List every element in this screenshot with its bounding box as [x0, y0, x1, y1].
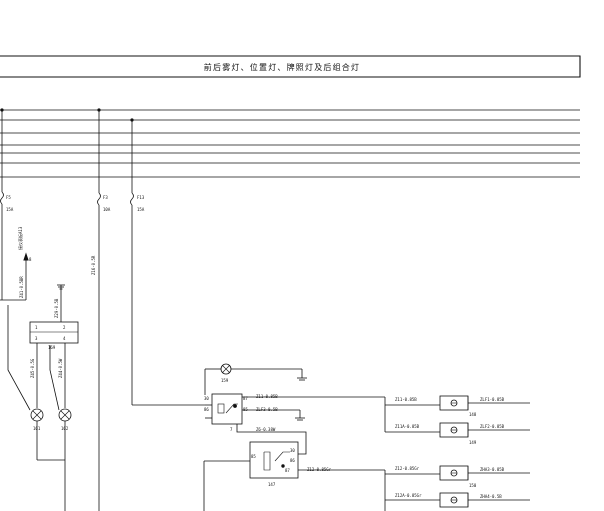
connector-148-out: ZLF1-0.85B — [480, 397, 505, 402]
switch-169-pin-4: 4 — [63, 336, 66, 341]
diagram-title: 前后雾灯、位置灯、牌照灯及后组合灯 — [204, 62, 360, 72]
wire-left-2-label: Z44-0.5W — [58, 358, 63, 378]
fuse-f3-id: F3 — [103, 195, 108, 200]
relay-upper-wire-85: ZLF3-0.5B — [256, 407, 278, 412]
bus-junctions — [0, 108, 134, 122]
relay-147-wire-out: Z12-0.85Gr — [307, 467, 332, 472]
connector-149-out: ZLF2-0.85B — [480, 424, 505, 429]
connector-4-out: ZHA4-0.5B — [480, 494, 502, 499]
fuse-f13-rating: 15A — [137, 207, 145, 212]
connector-148: ZLF1-0.85B 148 — [439, 395, 530, 417]
relay-upper-pin-30: 30 — [204, 396, 209, 401]
right-branches: Z11-0.85B Z11A-0.85B Z12-0.85Gr Z12A-0.8… — [384, 397, 440, 511]
right-wire-2: Z11A-0.85B — [395, 424, 420, 429]
relay-upper-pin-85: 85 — [243, 407, 248, 412]
relay-upper-pin-86: 86 — [204, 407, 209, 412]
relay-upper-pin-87: 87 — [243, 396, 248, 401]
connector-149: ZLF2-0.85B 149 — [439, 422, 530, 445]
right-wire-4: Z12A-0.85Gr — [395, 493, 422, 498]
relay-147-pin-87: 87 — [285, 468, 290, 473]
wire-left-1-label: Z45-0.5G — [30, 358, 35, 378]
relay-upper-id: 7 — [230, 427, 233, 432]
relay-upper: 30 87 86 85 7 Z11-0.85B ZLF3-0.5B — [204, 393, 385, 432]
lamp-159: 159 — [204, 363, 307, 395]
connector-149-id: 149 — [469, 440, 477, 445]
wire-mid-label: Z6-0.38W — [256, 427, 276, 432]
fuse-f5-id: F5 — [6, 195, 11, 200]
left-section: 接仪表板A13 8 Z41-0.5BR Z29-0.5B 1 2 3 4 169… — [0, 226, 79, 511]
connector-150: ZHA3-0.85B 150 — [439, 465, 530, 488]
fuse-f13: F13 15A — [130, 120, 205, 406]
relay-147-id: 147 — [268, 482, 276, 487]
switch-169-id: 169 — [48, 345, 56, 350]
arrow-label: 8 — [29, 257, 32, 262]
connector-148-id: 148 — [469, 412, 477, 417]
fuse-f5: F5 15A — [0, 110, 14, 300]
right-wire-3: Z12-0.85Gr — [395, 466, 420, 471]
wire-ground-label: Z29-0.5B — [54, 298, 59, 318]
title-box: 前后雾灯、位置灯、牌照灯及后组合灯 — [0, 55, 581, 78]
fuse-f3-rating: 10A — [103, 207, 111, 212]
connector-150-out: ZHA3-0.85B — [480, 467, 505, 472]
relay-upper-wire-87: Z11-0.85B — [256, 394, 278, 399]
connector-150-id: 150 — [469, 483, 477, 488]
fuse-f13-id: F13 — [137, 195, 145, 200]
relay-147-pin-85: 85 — [251, 454, 256, 459]
wire-f5-label: Z41-0.5BR — [19, 276, 24, 298]
mid-wire: Z6-0.38W — [236, 424, 307, 455]
fuse-f3: F3 10A Z16-0.5R — [91, 110, 111, 511]
wire-f3-label: Z16-0.5R — [91, 255, 96, 275]
relay-147-pin-30: 30 — [290, 448, 295, 453]
connector-note: 接仪表板A13 — [17, 226, 23, 250]
lamp-159-id: 159 — [221, 378, 229, 383]
relay-147-pin-86: 86 — [290, 458, 295, 463]
right-wire-1: Z11-0.85B — [395, 397, 417, 402]
relay-147: 30 85 87 86 147 Z12-0.85Gr — [203, 441, 385, 511]
connector-4: ZHA4-0.5B — [439, 492, 530, 508]
switch-169-pin-2: 2 — [63, 325, 66, 330]
bus-bars — [0, 109, 580, 178]
fuse-f5-rating: 15A — [6, 207, 14, 212]
switch-169-pin-3: 3 — [35, 336, 38, 341]
switch-169-pin-1: 1 — [35, 325, 38, 330]
